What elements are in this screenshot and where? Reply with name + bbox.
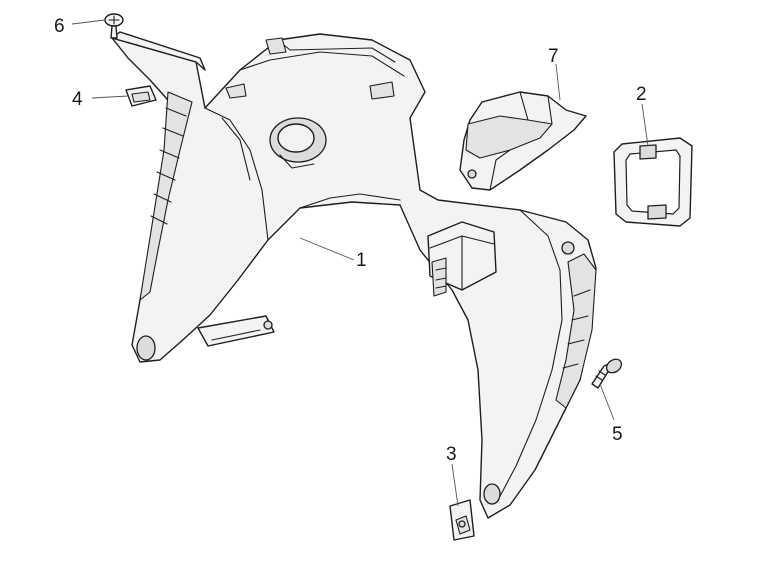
callout-2: 2: [636, 84, 647, 105]
leader-3: [451, 463, 459, 507]
leader-5: [599, 383, 615, 421]
callout-labels: 1 2 3 4 5 6 7: [54, 16, 647, 465]
leader-lines: [71, 19, 649, 507]
part-7-cover: [459, 91, 587, 191]
part-3-clip: [449, 499, 475, 541]
part-4-speed-nut: [125, 85, 157, 107]
leader-7: [555, 63, 561, 101]
callout-4: 4: [72, 89, 83, 110]
leader-4: [91, 95, 129, 99]
leader-1: [299, 237, 355, 261]
callout-1: 1: [356, 250, 367, 271]
leader-6: [71, 19, 106, 25]
leader-2: [641, 103, 649, 147]
part-1-inner-legshield: [111, 31, 597, 519]
callout-3: 3: [446, 444, 457, 465]
part-2-rectangular-frame: [613, 137, 693, 227]
part-5-bolt: [591, 358, 623, 389]
callout-5: 5: [612, 424, 623, 445]
callout-6: 6: [54, 16, 65, 37]
callout-7: 7: [548, 46, 559, 67]
